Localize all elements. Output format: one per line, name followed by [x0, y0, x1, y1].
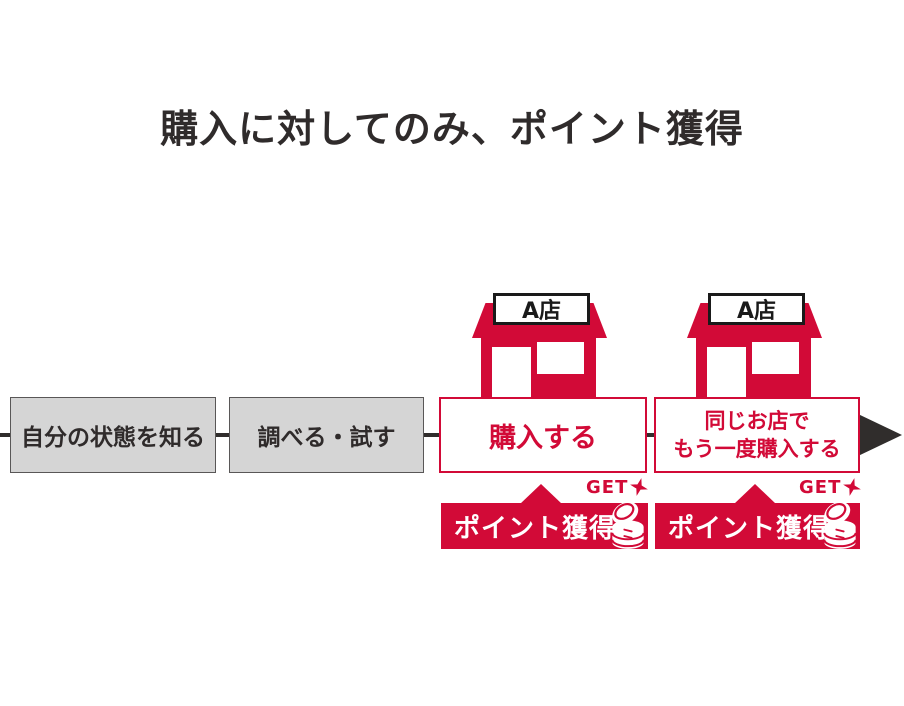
timeline-line [0, 433, 872, 437]
sparkle-icon [630, 478, 649, 496]
badge-pointer-up-icon [734, 484, 776, 504]
step-repurchase: 同じお店で もう一度購入する [654, 397, 860, 473]
sparkle-icon [843, 478, 862, 496]
store-sign: A店 [708, 293, 805, 325]
arrow-right-icon [858, 414, 902, 456]
store-sign: A店 [493, 293, 590, 325]
get-label: GET [799, 476, 842, 498]
badge-label: ポイント獲得 [454, 513, 617, 544]
store-window [537, 342, 584, 374]
step-label: 同じお店で もう一度購入する [673, 407, 840, 464]
get-callout: GET [586, 476, 649, 498]
badge-pointer-up-icon [520, 484, 562, 504]
coin-stack-icon [611, 501, 645, 549]
coin-stack-icon [823, 501, 857, 549]
get-label: GET [586, 476, 629, 498]
store-icon: A店 [472, 293, 607, 397]
points-earned-badge: ポイント獲得 [441, 501, 648, 549]
step-know-yourself: 自分の状態を知る [10, 397, 216, 473]
step-label: 購入する [489, 422, 597, 454]
get-callout: GET [799, 476, 862, 498]
step-research-try: 調べる・試す [229, 397, 424, 473]
points-earned-badge: ポイント獲得 [655, 501, 860, 549]
store-door [492, 347, 531, 397]
step-purchase: 購入する [439, 397, 647, 473]
step-label-line2: もう一度購入する [673, 437, 841, 461]
page-title: 購入に対してのみ、ポイント獲得 [160, 107, 744, 151]
store-door [707, 347, 746, 397]
store-icon: A店 [687, 293, 822, 397]
step-label: 自分の状態を知る [21, 425, 205, 451]
store-window [752, 342, 799, 374]
badge-label: ポイント獲得 [668, 513, 831, 544]
step-label-line1: 同じお店で [704, 408, 810, 433]
step-label: 調べる・試す [257, 425, 396, 451]
